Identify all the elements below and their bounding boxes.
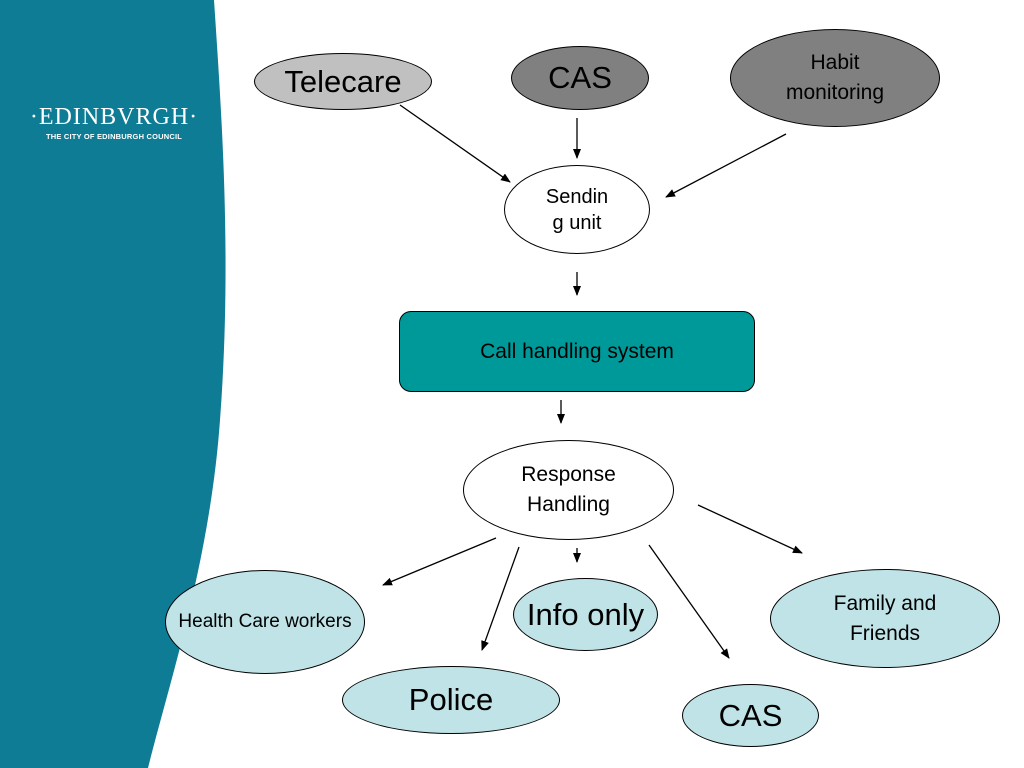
- habit-monitoring-label-line2: monitoring: [785, 81, 885, 104]
- arrow-telecare-to-sending: [399, 104, 511, 183]
- cas-outcome-label: CAS: [718, 697, 783, 733]
- cas-input-label: CAS: [548, 60, 612, 95]
- info-only-label: Info only: [526, 596, 645, 632]
- family-friends-label-line2: Friends: [849, 621, 921, 645]
- police-label: Police: [408, 682, 494, 717]
- sending-unit-label-line2: g unit: [552, 211, 602, 234]
- arrow-response-to-cas: [648, 544, 730, 659]
- health-care-workers-label: Health Care workers: [178, 611, 352, 632]
- police-node: Police: [342, 666, 560, 734]
- habit-monitoring-label-line1: Habit: [810, 51, 860, 74]
- arrow-response-to-police: [481, 546, 520, 651]
- cas-input-node: CAS: [511, 46, 649, 110]
- call-handling-system-node: Call handling system: [399, 311, 755, 392]
- sending-unit-label-line1: Sendin: [545, 185, 609, 208]
- call-handling-system-label: Call handling system: [480, 339, 674, 363]
- habit-monitoring-node: Habit monitoring: [730, 29, 940, 127]
- telecare-label: Telecare: [284, 63, 402, 99]
- response-handling-node: Response Handling: [463, 440, 674, 540]
- family-friends-node: Family and Friends: [770, 569, 1000, 668]
- logo-text: ·EDINBVRGH·: [29, 104, 199, 130]
- edinburgh-logo: ·EDINBVRGH· THE CITY OF EDINBURGH COUNCI…: [14, 104, 214, 141]
- info-only-node: Info only: [513, 578, 658, 651]
- arrow-response-to-family-friends: [697, 504, 803, 554]
- telecare-node: Telecare: [254, 53, 432, 110]
- health-care-workers-node: Health Care workers: [165, 570, 365, 674]
- arrow-response-to-health-care: [382, 537, 497, 586]
- cas-outcome-node: CAS: [682, 684, 819, 747]
- family-friends-label-line1: Family and: [833, 591, 937, 615]
- logo-subtitle: THE CITY OF EDINBURGH COUNCIL: [45, 132, 183, 141]
- arrow-habit-to-sending: [665, 133, 787, 198]
- response-handling-label-line1: Response: [521, 463, 616, 486]
- sending-unit-node: Sendin g unit: [504, 165, 650, 254]
- response-handling-label-line2: Handling: [527, 493, 610, 516]
